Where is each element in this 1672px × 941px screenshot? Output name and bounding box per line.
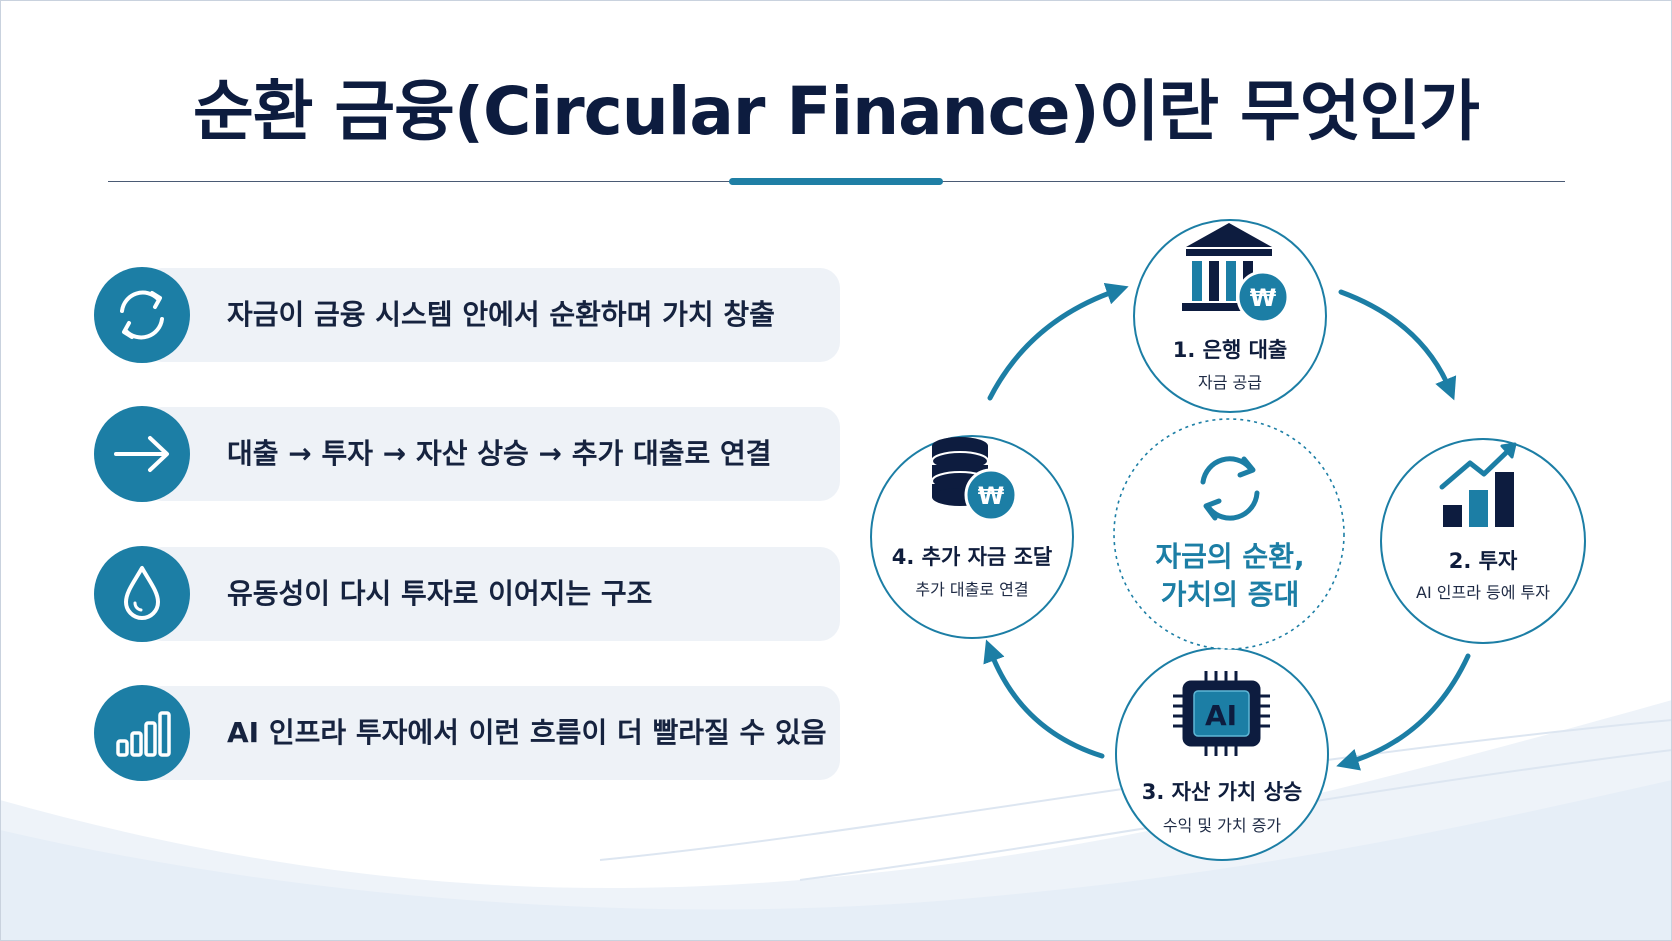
point-text: 자금이 금융 시스템 안에서 순환하며 가치 창출 xyxy=(227,298,775,331)
center-caption: 자금의 순환, 가치의 증대 xyxy=(1110,538,1350,614)
arrow-funding-to-bank xyxy=(987,282,1129,401)
bar-chart-icon xyxy=(94,685,190,781)
point-text: AI 인프라 투자에서 이런 흐름이 더 빨라질 수 있음 xyxy=(227,716,827,749)
arrow-right-icon xyxy=(94,406,190,502)
ai-chip-icon: AI xyxy=(1173,671,1270,756)
center-caption-line1: 자금의 순환, xyxy=(1155,540,1305,573)
point-panel xyxy=(142,268,840,362)
ai-chip-label: AI xyxy=(1205,699,1237,732)
node-circle-bank-loan xyxy=(1133,219,1327,413)
point-item-liquidity: 유동성이 다시 투자로 이어지는 구조 xyxy=(94,546,840,642)
point-text: 유동성이 다시 투자로 이어지는 구조 xyxy=(227,577,653,610)
arrow-investment-to-asset xyxy=(1336,653,1471,771)
droplet-icon xyxy=(94,546,190,642)
refresh-icon xyxy=(94,267,190,363)
node-title-bank-loan: 1. 은행 대출 xyxy=(1172,338,1288,362)
point-panel xyxy=(142,686,840,780)
arrow-asset-to-funding xyxy=(983,639,1105,759)
node-subtitle-asset-rise: 수익 및 가치 증가 xyxy=(1162,816,1282,835)
center-caption-line2: 가치의 증대 xyxy=(1160,578,1300,611)
refresh-icon xyxy=(1200,456,1260,521)
node-circle-additional-funding xyxy=(870,435,1074,639)
point-text: 대출 → 투자 → 자산 상승 → 추가 대출로 연결 xyxy=(227,437,772,470)
point-panel xyxy=(142,547,840,641)
point-item-flow: 대출 → 투자 → 자산 상승 → 추가 대출로 연결 xyxy=(94,406,840,502)
bank-won-icon: ₩ xyxy=(1182,223,1290,324)
center-circle xyxy=(1113,418,1345,650)
node-title-asset-rise: 3. 자산 가치 상승 xyxy=(1141,780,1303,804)
point-panel xyxy=(142,407,840,501)
page-title: 순환 금융(Circular Finance)이란 무엇인가 xyxy=(193,73,1480,150)
node-title-additional-funding: 4. 추가 자금 조달 xyxy=(891,545,1053,569)
node-circle-investment xyxy=(1380,438,1586,644)
currency-symbol: ₩ xyxy=(978,482,1005,510)
node-subtitle-additional-funding: 추가 대출로 연결 xyxy=(915,580,1029,599)
currency-symbol: ₩ xyxy=(1250,284,1277,312)
node-subtitle-investment: AI 인프라 등에 투자 xyxy=(1416,583,1550,602)
point-item-circulation: 자금이 금융 시스템 안에서 순환하며 가치 창출 xyxy=(94,267,840,363)
arrow-bank-to-investment xyxy=(1338,289,1457,401)
node-subtitle-bank-loan: 자금 공급 xyxy=(1198,373,1262,392)
node-title-investment: 2. 투자 xyxy=(1448,549,1518,573)
title-divider-accent xyxy=(729,178,943,185)
growth-chart-icon xyxy=(1439,442,1517,527)
database-won-icon: ₩ xyxy=(931,437,1018,522)
point-item-ai: AI 인프라 투자에서 이런 흐름이 더 빨라질 수 있음 xyxy=(94,685,840,781)
